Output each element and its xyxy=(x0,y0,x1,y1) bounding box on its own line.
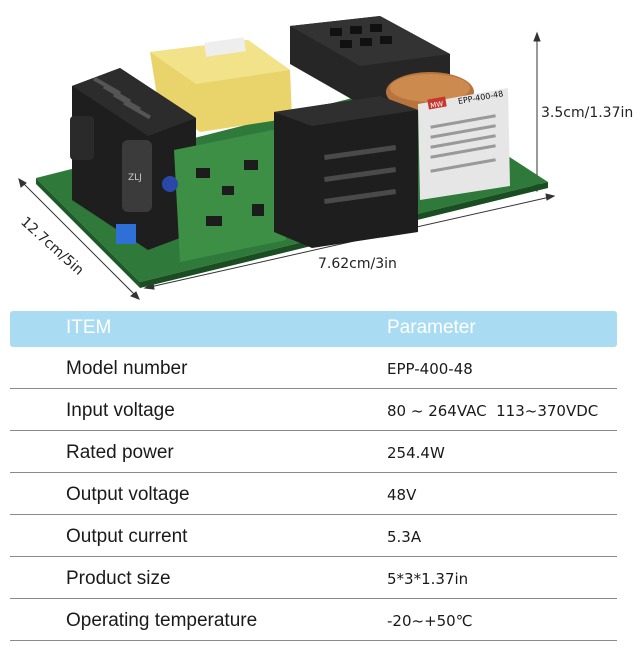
product-photo: ZLJ xyxy=(18,16,556,300)
row-name: Output voltage xyxy=(66,484,190,505)
daughter-board xyxy=(162,128,286,262)
row-value: 5*3*1.37in xyxy=(387,570,469,588)
table-row: Rated power 254.4W xyxy=(10,431,617,473)
table-row: Product size 5*3*1.37in xyxy=(10,557,617,599)
row-value: 48V xyxy=(387,486,417,504)
header-item: ITEM xyxy=(66,317,112,338)
dimension-width-label: 7.62cm/3in xyxy=(318,256,397,272)
row-value: 254.4W xyxy=(387,444,445,462)
table-row: Model number EPP-400-48 xyxy=(10,347,617,389)
row-name: Input voltage xyxy=(66,400,175,421)
row-value: EPP-400-48 xyxy=(387,360,473,378)
row-name: Product size xyxy=(66,568,171,589)
potentiometer xyxy=(116,224,136,244)
spec-table: ITEM Parameter Model number EPP-400-48 I… xyxy=(10,311,617,641)
dimension-height-label: 3.5cm/1.37in xyxy=(541,105,634,121)
table-row: Output current 5.3A xyxy=(10,515,617,557)
transformer xyxy=(150,37,292,132)
label-brand: MW xyxy=(430,100,444,110)
row-value: -20~+50℃ xyxy=(387,612,473,630)
table-row: Output voltage 48V xyxy=(10,473,617,515)
capacitors: ZLJ xyxy=(70,116,152,212)
row-value: 5.3A xyxy=(387,528,422,546)
table-row: Input voltage 80 ~ 264VAC 113~370VDC xyxy=(10,389,617,431)
table-row: Operating temperature -20~+50℃ xyxy=(10,599,617,641)
row-name: Operating temperature xyxy=(66,610,258,631)
product-label: MW EPP-400-48 xyxy=(418,88,510,200)
row-name: Rated power xyxy=(66,442,174,463)
row-value: 80 ~ 264VAC 113~370VDC xyxy=(387,402,599,420)
row-name: Output current xyxy=(66,526,188,547)
row-name: Model number xyxy=(66,358,188,379)
main-heatsink xyxy=(274,96,418,248)
svg-text:ZLJ: ZLJ xyxy=(128,173,142,183)
table-header: ITEM Parameter xyxy=(10,311,617,347)
header-parameter: Parameter xyxy=(387,317,476,338)
